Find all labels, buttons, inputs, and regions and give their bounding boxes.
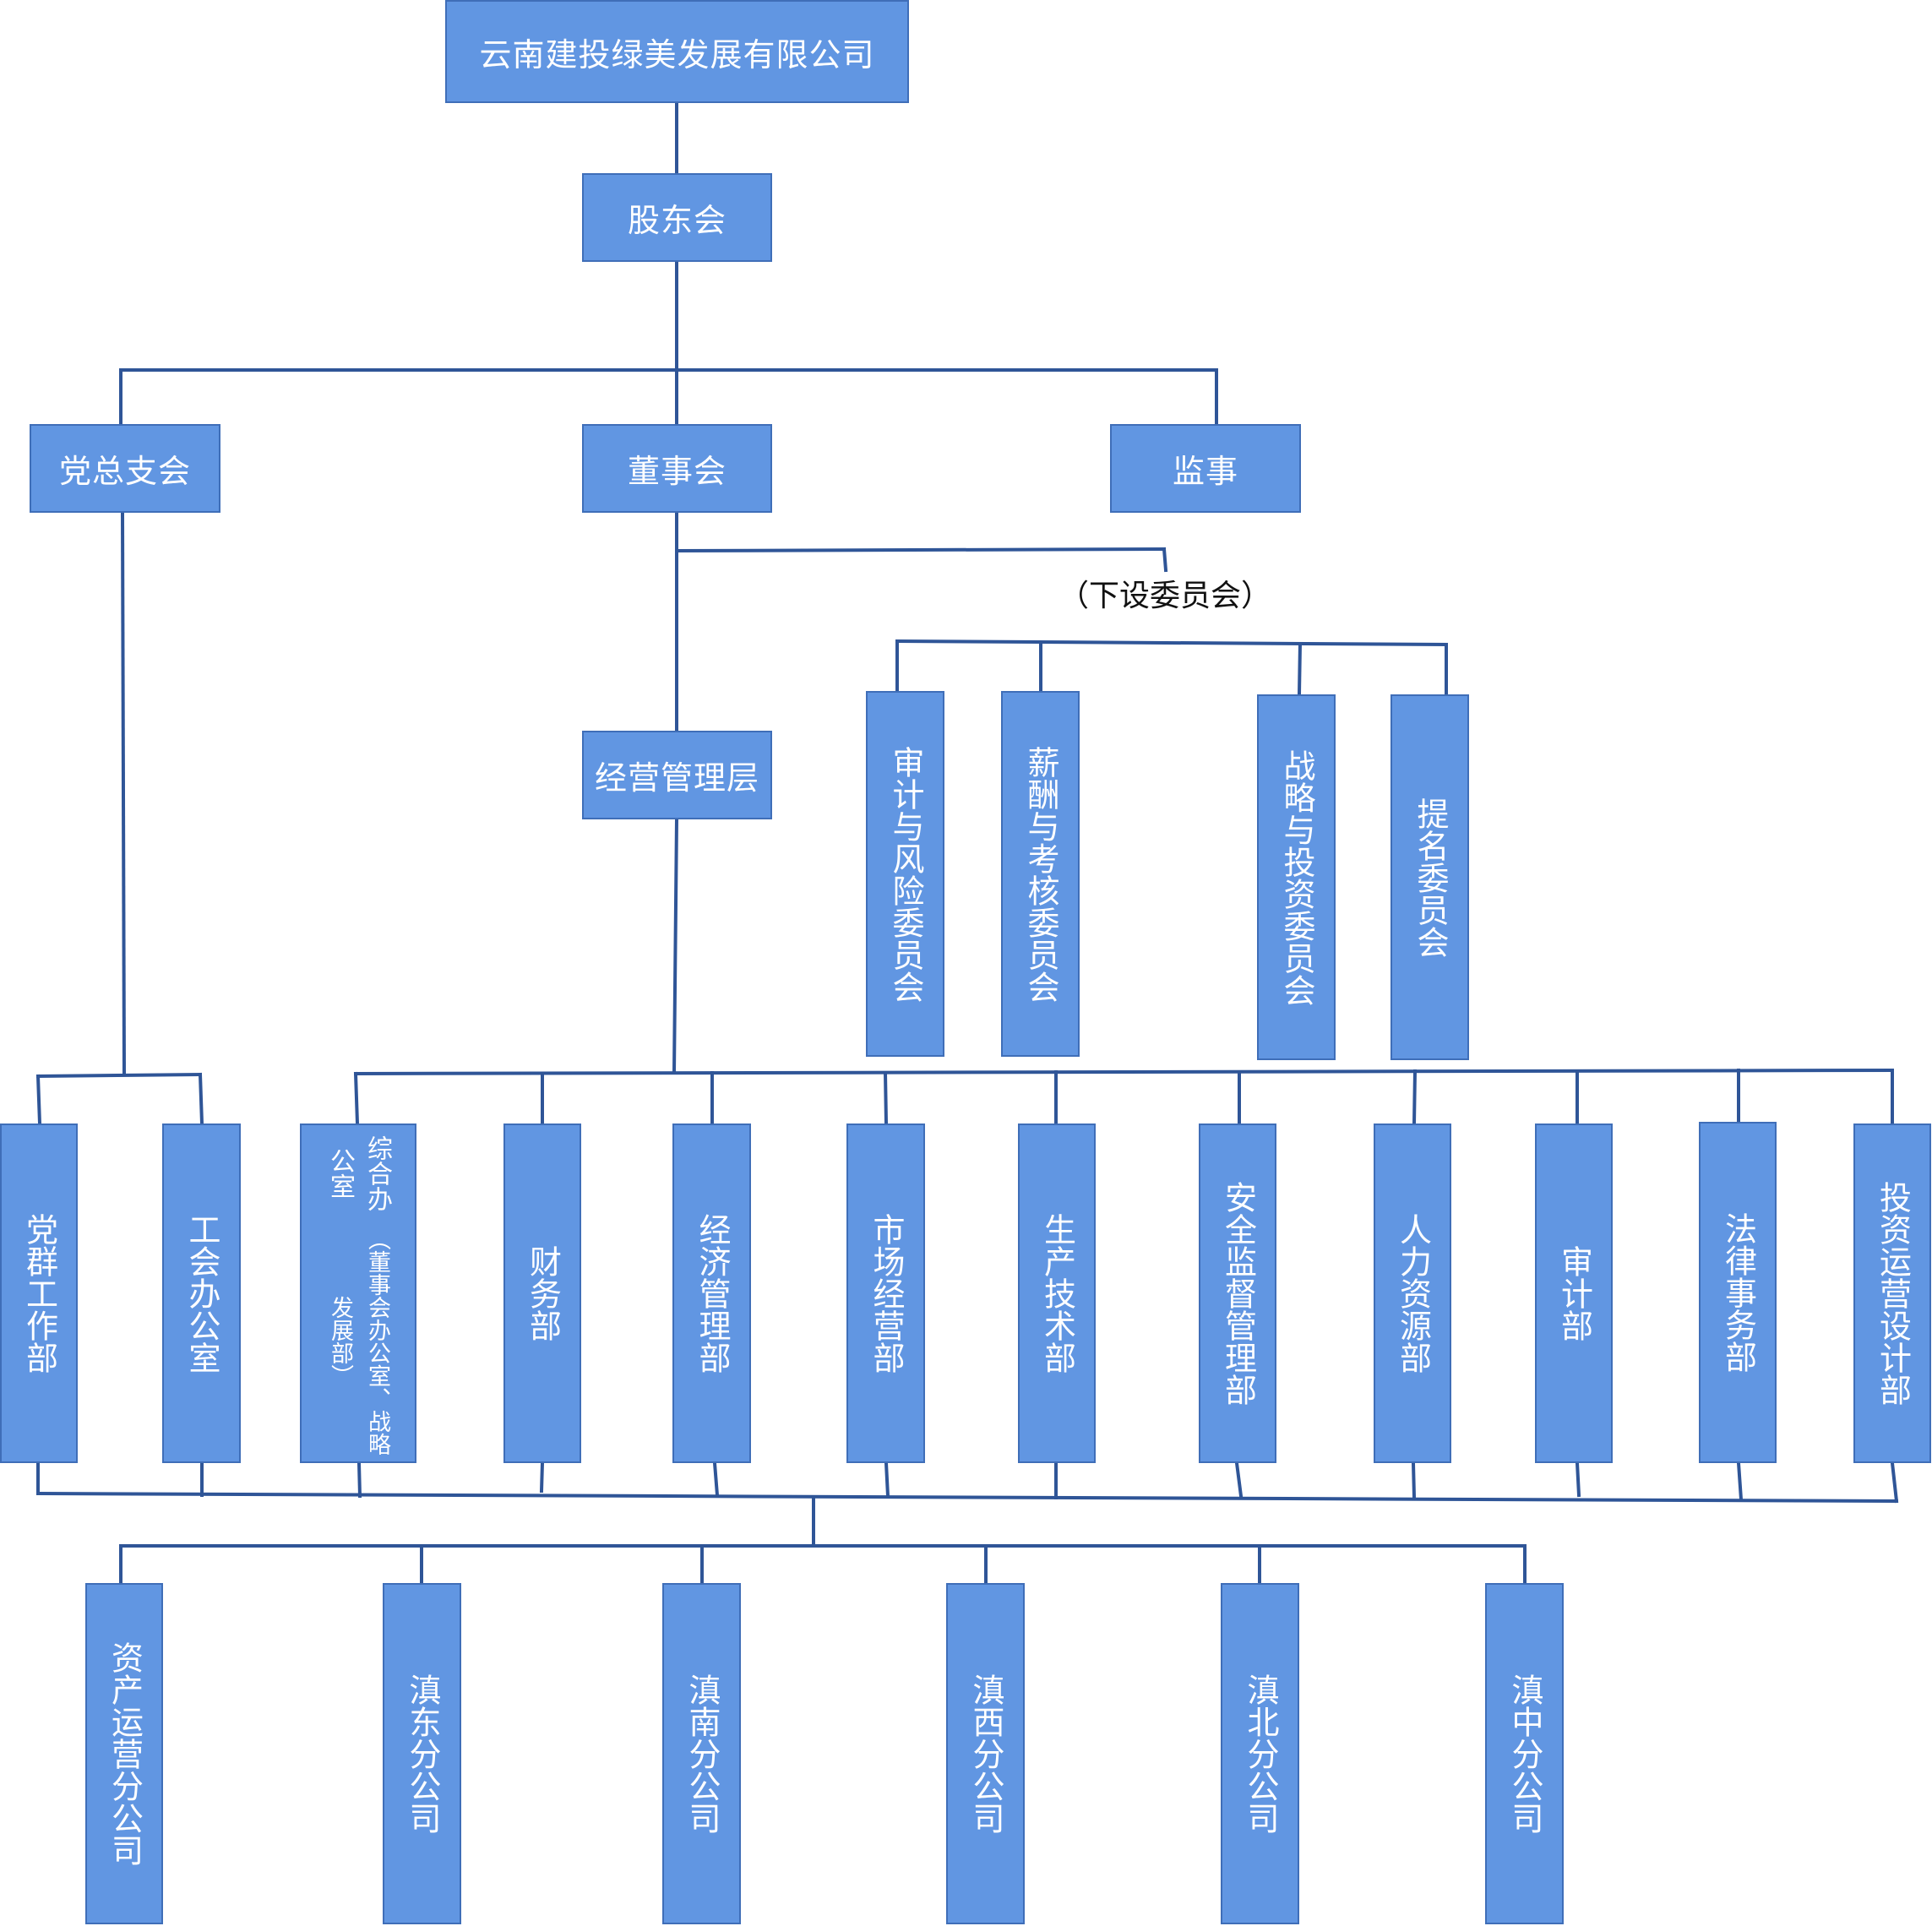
dept-label: 审计部	[1555, 1245, 1593, 1341]
dept-safety-supervision: 安全监督管理部	[1199, 1124, 1276, 1463]
supervisor-box: 监事	[1110, 424, 1301, 513]
branch-label: 滇北分公司	[1242, 1673, 1279, 1834]
branch-north: 滇北分公司	[1221, 1583, 1299, 1924]
dept-production-technology: 生产技术部	[1018, 1124, 1096, 1463]
committee-label: 提名委员会	[1412, 797, 1449, 958]
dept-label: 综合办公室	[325, 1134, 392, 1211]
dept-investment-design: 投资运营设计部	[1853, 1124, 1931, 1463]
dept-label: 安全监督管理部	[1219, 1181, 1257, 1406]
dept-label: 市场经营部	[868, 1213, 905, 1374]
branch-label: 滇中分公司	[1506, 1673, 1543, 1834]
dept-label: 法律事务部	[1719, 1212, 1757, 1373]
dept-label: 人力资源部	[1394, 1213, 1432, 1374]
dept-audit: 审计部	[1535, 1124, 1613, 1463]
dept-label: 财务部	[524, 1245, 562, 1341]
supervisor-label: 监事	[1172, 453, 1238, 490]
committee-compensation: 薪酬与考核委员会	[1001, 691, 1080, 1057]
dept-market-operation: 市场经营部	[846, 1124, 925, 1463]
committee-strategy-investment: 战略与投资委员会	[1257, 694, 1336, 1060]
branch-label: 滇东分公司	[404, 1673, 441, 1834]
board-box: 董事会	[582, 424, 772, 513]
dept-human-resources: 人力资源部	[1374, 1124, 1451, 1463]
dept-legal-affairs: 法律事务部	[1699, 1122, 1777, 1463]
branch-label: 滇西分公司	[967, 1673, 1004, 1834]
dept-finance: 财务部	[503, 1124, 581, 1463]
dept-general-office: 综合办公室 （董事会办公室、战略发展部）	[300, 1124, 416, 1463]
dept-sublabel: （董事会办公室、战略发展部）	[327, 1227, 390, 1455]
branch-asset-operation: 资产运营分公司	[85, 1583, 163, 1924]
committee-label: 战略与投资委员会	[1278, 748, 1315, 1006]
management-box: 经营管理层	[582, 731, 772, 819]
branch-south: 滇南分公司	[662, 1583, 741, 1924]
branch-west: 滇西分公司	[946, 1583, 1025, 1924]
dept-union-office: 工会办公室	[162, 1124, 241, 1463]
committee-label: 薪酬与考核委员会	[1022, 745, 1059, 1003]
party-committee-box: 党总支会	[30, 424, 220, 513]
board-label: 董事会	[627, 453, 727, 490]
dept-label: 经济管理部	[694, 1213, 731, 1374]
management-label: 经营管理层	[594, 759, 759, 797]
shareholders-label: 股东会	[627, 202, 727, 239]
committee-label: 审计与风险委员会	[887, 745, 924, 1003]
committees-note: （下设委员会）	[1059, 579, 1272, 613]
dept-label: 生产技术部	[1038, 1213, 1076, 1374]
branch-label: 资产运营分公司	[106, 1641, 144, 1866]
committee-audit-risk: 审计与风险委员会	[866, 691, 944, 1057]
company-box: 云南建投绿美发展有限公司	[445, 0, 909, 103]
dept-label: 党群工作部	[20, 1213, 58, 1374]
branch-central: 滇中分公司	[1485, 1583, 1564, 1924]
committee-nomination: 提名委员会	[1390, 694, 1469, 1060]
dept-party-work: 党群工作部	[0, 1124, 78, 1463]
branch-east: 滇东分公司	[383, 1583, 461, 1924]
party-committee-label: 党总支会	[58, 453, 191, 490]
dept-label: 工会办公室	[183, 1213, 220, 1374]
branch-label: 滇南分公司	[683, 1673, 721, 1834]
dept-label: 投资运营设计部	[1874, 1181, 1912, 1406]
company-name: 云南建投绿美发展有限公司	[479, 35, 875, 73]
dept-economic-management: 经济管理部	[672, 1124, 751, 1463]
shareholders-box: 股东会	[582, 173, 772, 262]
